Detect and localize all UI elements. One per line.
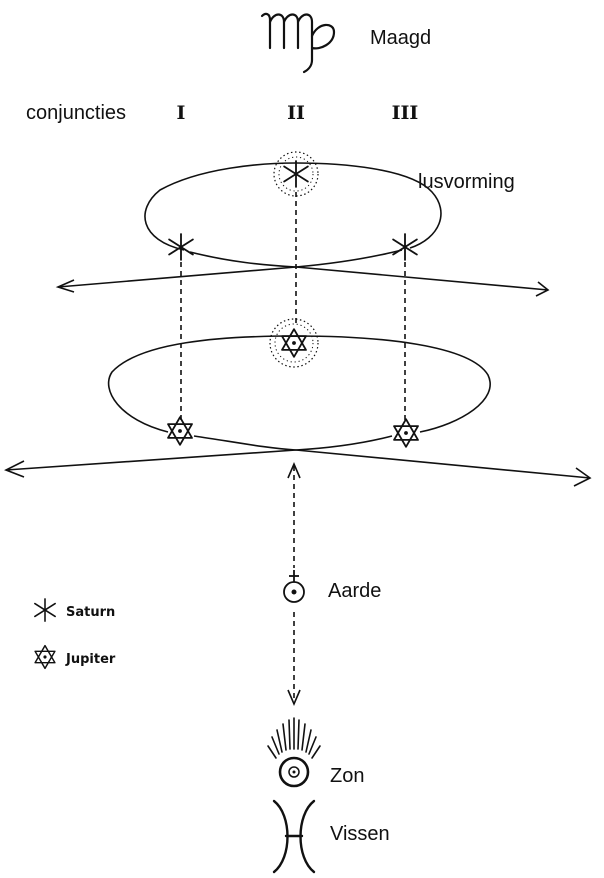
virgo-icon (260, 12, 336, 74)
conjunctions-label: conjuncties (26, 102, 126, 124)
jupiter-path-right (295, 449, 591, 479)
conjunction-numeral-III: III (392, 102, 419, 124)
earth-sightline-arrowhead-down (287, 689, 301, 707)
legend-saturn-icon (34, 598, 56, 622)
earth-label: Aarde (328, 580, 381, 602)
legend-jupiter-label: Jupiter (65, 652, 116, 667)
virgo-label: Maagd (370, 27, 431, 49)
jupiter-path-left (5, 449, 297, 471)
pisces-icon (272, 799, 316, 874)
conjunction-numeral-II: II (287, 102, 305, 124)
saturn-icon-conjunction-II-glowing (273, 151, 319, 197)
sun-label: Zon (330, 765, 364, 787)
earth-sightline-arrowhead-up (287, 461, 301, 479)
legend: Saturn Jupiter (34, 598, 116, 670)
legend-saturn-label: Saturn (66, 605, 115, 620)
jupiter-tail-right (573, 467, 592, 487)
loop-label: lusvorming (418, 171, 515, 193)
saturn-path-left (57, 266, 297, 288)
jupiter-arrowhead-left (4, 460, 25, 478)
jupiter-icon-conjunction-III (393, 418, 419, 448)
jupiter-loop-front (193, 435, 393, 451)
jupiter-icon-conjunction-I (167, 416, 193, 446)
saturn-arrowhead-left (55, 279, 75, 293)
legend-jupiter-icon (34, 644, 56, 670)
saturn-path-right (295, 266, 549, 291)
saturn-tail-right (535, 281, 550, 297)
earth-icon (283, 570, 305, 603)
sun-icon (267, 717, 321, 788)
conjunction-numeral-I: I (177, 102, 186, 124)
pisces-label: Vissen (330, 823, 390, 845)
jupiter-icon-conjunction-II-glowing (269, 318, 319, 368)
